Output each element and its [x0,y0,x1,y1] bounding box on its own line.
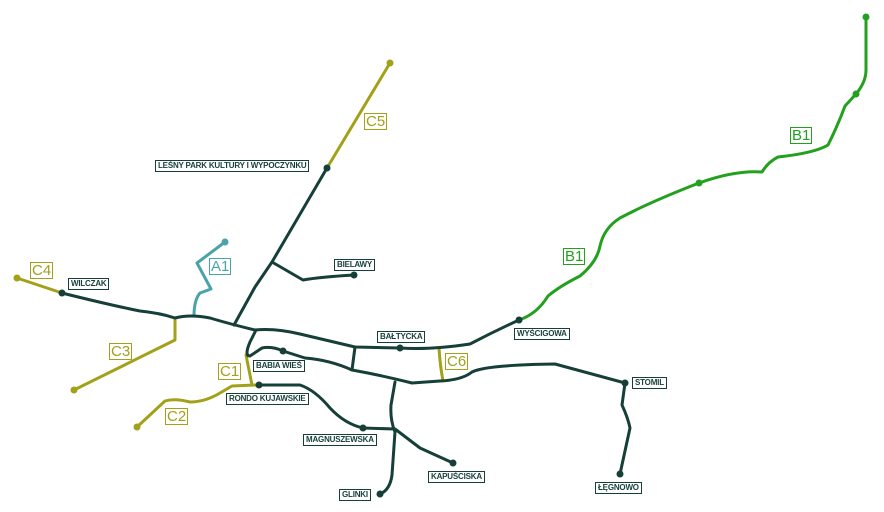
station-dot-bielawy[interactable] [350,271,358,279]
line-label-c3: C3 [109,343,133,360]
station-dot-glinki[interactable] [376,490,384,498]
station-label-wilczak[interactable]: WILCZAK [68,278,110,290]
line-c1[interactable] [244,353,254,387]
line-label-c4: C4 [30,262,54,279]
station-dot-magnuszewska[interactable] [359,424,367,432]
terminus-c4 [13,274,21,282]
station-label-kapusciska[interactable]: KAPUŚCISKA [428,471,485,483]
station-dot-baltycka[interactable] [396,344,404,352]
line-c4[interactable] [15,276,64,295]
line-c2[interactable] [135,383,258,429]
station-label-stomil[interactable]: STOMIL [632,377,667,389]
terminus-c3 [70,386,78,394]
station-label-magnuszewska[interactable]: MAGNUSZEWSKA [303,434,377,446]
line-legnowo-branch[interactable] [618,381,632,476]
line-main-trunk[interactable] [60,291,521,350]
line-bielawy-branch[interactable] [270,260,356,282]
station-dot-kapusciska[interactable] [449,459,457,467]
stop-b1-north [852,90,860,98]
station-label-lesny-park[interactable]: LEŚNY PARK KULTURY I WYPOCZYNKU [155,160,310,172]
station-label-babia-wies[interactable]: BABIA WIEŚ [253,360,305,372]
line-c3[interactable] [72,316,177,392]
line-label-b1-north: B1 [790,127,813,144]
terminus-c2 [133,423,141,431]
station-label-glinki[interactable]: GLINKI [339,489,371,501]
station-label-rondo-kujawskie[interactable]: RONDO KUJAWSKIE [226,393,309,405]
line-b1[interactable] [517,15,868,322]
line-label-a1: A1 [209,258,232,275]
line-terminus-dots [13,13,870,431]
station-label-legnowo[interactable]: ŁĘGNOWO [595,482,642,494]
station-dot-legnowo[interactable] [616,470,624,478]
line-label-b1-south: B1 [563,248,586,265]
line-north-branch[interactable] [232,166,329,327]
station-label-wyscigowa[interactable]: WYŚCIGOWA [514,328,570,340]
station-dot-wilczak[interactable] [58,289,66,297]
line-glinki-branch[interactable] [378,380,397,496]
line-c5[interactable] [325,61,392,170]
line-label-c5: C5 [364,113,388,130]
stop-b1-mid [695,179,703,187]
line-label-c2: C2 [165,408,189,425]
station-label-baltycka[interactable]: BAŁTYCKA [377,331,426,343]
station-dot-rondo-kujawskie[interactable] [255,381,263,389]
line-label-c6: C6 [445,353,469,370]
station-dots [58,164,629,498]
station-dot-babia-wies[interactable] [279,347,287,355]
line-c6[interactable] [437,346,445,383]
station-dot-stomil[interactable] [621,379,629,387]
station-label-bielawy[interactable]: BIELAWY [334,259,376,271]
terminus-b1 [862,13,870,21]
station-dot-wyscigowa[interactable] [515,316,523,324]
station-dot-lesny-park[interactable] [323,164,331,172]
line-connector[interactable] [350,345,357,372]
terminus-c5 [386,59,394,67]
line-label-c1: C1 [218,363,242,380]
line-a1[interactable] [192,240,227,318]
terminus-a1 [221,238,229,246]
